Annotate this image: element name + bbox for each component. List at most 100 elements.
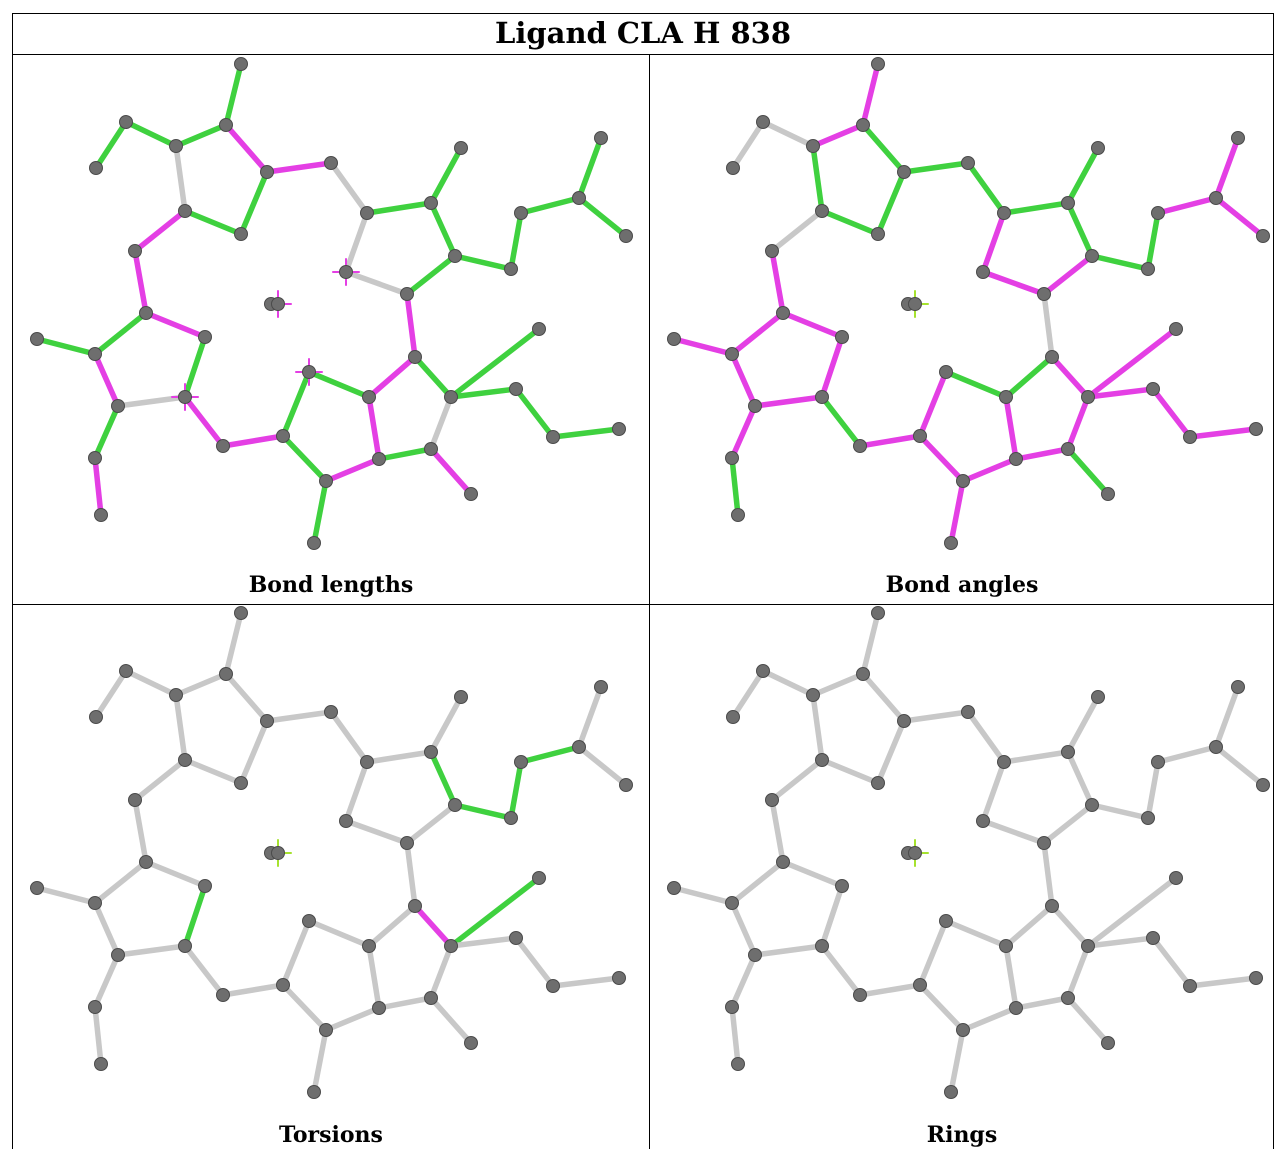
torsions-atom-a42	[464, 1036, 478, 1050]
bond-lengths-atom-a26	[88, 347, 102, 361]
bond-angles-bond-27	[729, 351, 758, 409]
torsions-bond-30	[92, 952, 121, 1010]
bond-angles-bond-25	[729, 310, 786, 357]
bond-lengths-atom-a40	[612, 422, 626, 436]
bond-angles-atom-a3	[756, 115, 770, 129]
rings-bond-23	[769, 797, 786, 865]
rings-atom-a35	[1045, 899, 1059, 913]
rings-bond-22	[769, 757, 825, 803]
bond-lengths-bond-12	[428, 145, 464, 206]
molecule-bond-angles	[667, 57, 1270, 550]
bond-angles-atom-a35	[1045, 350, 1059, 364]
bond-angles-atom-a17	[1231, 131, 1245, 145]
bond-angles-bond-3	[860, 122, 907, 175]
torsions-bond-40	[448, 935, 519, 949]
torsions-bond-25	[92, 859, 149, 906]
rings-atom-a3	[756, 664, 770, 678]
bond-angles-bond-39	[1085, 326, 1179, 400]
rings-atom-a22	[776, 855, 790, 869]
bond-angles-atom-a42	[1101, 487, 1115, 501]
bond-lengths-bond-27	[92, 351, 121, 409]
bond-angles-bond-12	[1065, 145, 1101, 206]
torsions-bond-47	[323, 1005, 382, 1033]
bond-lengths-bond-19	[343, 210, 370, 275]
torsions-bond-27	[92, 900, 121, 958]
bond-angles-bond-4	[730, 119, 766, 171]
bond-lengths-bond-15	[508, 210, 524, 272]
bond-angles-bond-23	[769, 248, 786, 316]
bond-lengths-bond-8	[238, 169, 270, 237]
bond-angles-atom-a7	[871, 227, 885, 241]
caption-rings: Rings	[926, 1122, 998, 1148]
bond-angles-atom-a28	[815, 390, 829, 404]
panel-bond-lengths	[13, 56, 649, 604]
rings-bond-12	[1065, 694, 1101, 755]
rings-atom-a37	[1169, 871, 1183, 885]
bond-lengths-bond-24	[143, 310, 208, 340]
torsions-bond-41	[513, 935, 556, 989]
bond-angles-bond-7	[819, 208, 881, 237]
bond-lengths-atom-a16	[572, 191, 586, 205]
rings-atom-center	[908, 846, 922, 860]
rings-atom-a10	[997, 755, 1011, 769]
bond-lengths-bond-32	[182, 394, 226, 449]
row-divider	[12, 604, 1274, 605]
bond-lengths-atom-a25	[30, 332, 44, 346]
bond-angles-atom-a12	[1091, 141, 1105, 155]
rings-bond-37	[1041, 840, 1055, 909]
torsions-bond-45	[376, 995, 434, 1011]
rings-atom-a6	[815, 753, 829, 767]
bond-angles-atom-a18	[1256, 229, 1270, 243]
rings-atom-a40	[1249, 971, 1263, 985]
bond-lengths-atom-a6	[178, 204, 192, 218]
bond-angles-atom-a8	[897, 165, 911, 179]
torsions-bond-38	[412, 903, 454, 949]
bond-lengths-bond-45	[376, 446, 434, 462]
bond-angles-atom-a33	[939, 365, 953, 379]
rings-bond-31	[729, 1004, 741, 1067]
torsions-bond-13	[428, 749, 458, 808]
bond-lengths-bond-49	[311, 478, 329, 546]
bond-lengths-atom-a38	[509, 382, 523, 396]
bond-angles-atom-a27	[748, 399, 762, 413]
torsions-atom-a45	[307, 1085, 321, 1099]
torsions-atom-a40	[612, 971, 626, 985]
torsions-bond-9	[264, 709, 334, 724]
bond-lengths-atom-a37	[532, 322, 546, 336]
rings-bond-45	[1013, 995, 1071, 1011]
bond-lengths-bond-7	[182, 208, 244, 237]
bond-angles-bond-13	[1065, 200, 1095, 259]
bond-lengths-atom-a29	[88, 451, 102, 465]
bond-lengths-atom-a34	[362, 390, 376, 404]
rings-atom-a42	[1101, 1036, 1115, 1050]
rings-bond-1	[860, 610, 881, 677]
bond-angles-bond-19	[980, 210, 1007, 275]
bond-angles-atom-a19	[976, 265, 990, 279]
torsions-atom-a31	[216, 988, 230, 1002]
torsions-bond-37	[404, 840, 418, 909]
torsions-atom-a34	[362, 939, 376, 953]
torsions-bond-6	[173, 692, 188, 763]
bond-lengths-bond-36	[366, 354, 418, 400]
torsions-bond-16	[518, 744, 582, 765]
torsions-atom-a38	[509, 931, 523, 945]
bond-angles-bond-45	[1013, 446, 1071, 462]
bond-angles-bond-49	[948, 478, 966, 546]
rings-atom-a28	[815, 939, 829, 953]
torsions-atom-a13	[448, 798, 462, 812]
torsions-bond-8	[238, 718, 270, 786]
bond-lengths-bond-3	[223, 122, 270, 175]
bond-lengths-bond-9	[264, 160, 334, 175]
rings-atom-a16	[1209, 740, 1223, 754]
rings-atom-a27	[748, 948, 762, 962]
bond-lengths-bond-2	[173, 122, 229, 149]
bond-angles-atom-a34	[999, 390, 1013, 404]
torsions-atom-a1	[234, 606, 248, 620]
rings-bond-8	[875, 718, 907, 786]
bond-lengths-atom-a27	[111, 399, 125, 413]
panel-rings	[650, 605, 1274, 1149]
bond-lengths-bond-40	[448, 386, 519, 400]
rings-bond-28	[752, 943, 825, 958]
torsions-bond-1	[223, 610, 244, 677]
rings-bond-10	[965, 709, 1007, 765]
